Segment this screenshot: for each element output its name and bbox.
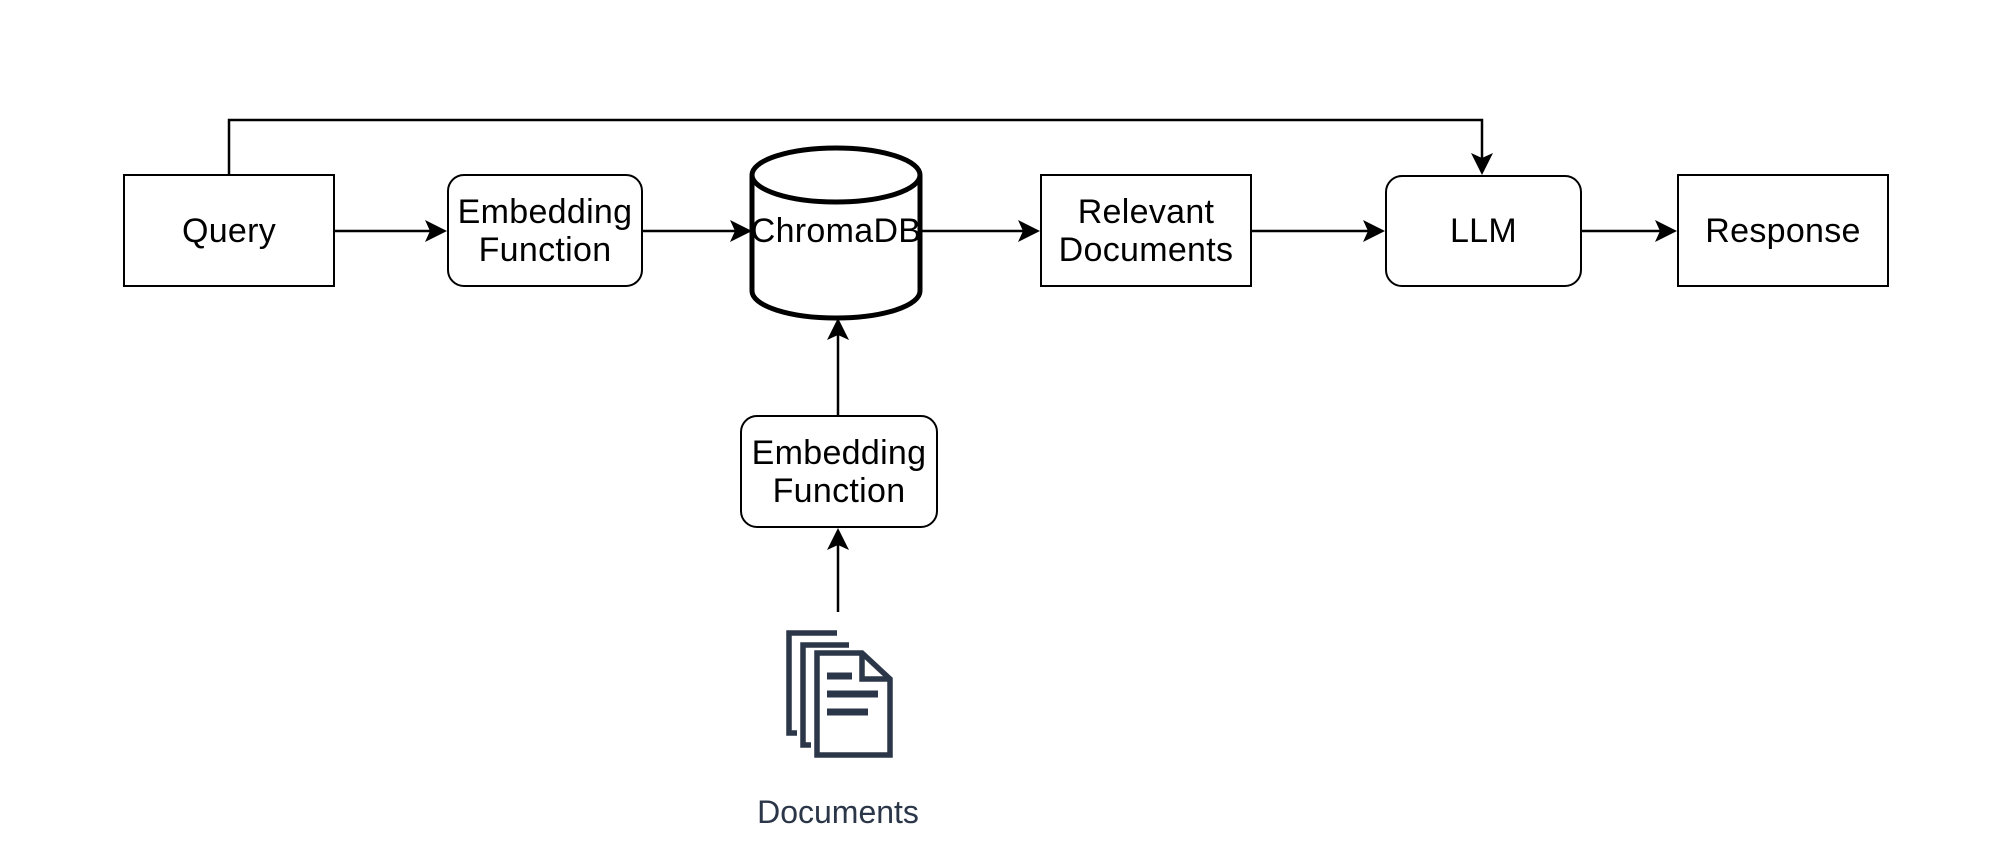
chromadb-cylinder-shape xyxy=(749,145,923,321)
documents-icon xyxy=(786,630,893,758)
node-llm-label: LLM xyxy=(1449,212,1518,250)
node-chromadb: ChromaDB xyxy=(744,176,928,286)
node-response: Response xyxy=(1677,174,1889,287)
node-embedding-function-query-label: Embedding Function xyxy=(457,192,633,269)
node-embedding-function-query: Embedding Function xyxy=(447,174,643,287)
arrow-relevant-documents-to-llm xyxy=(1252,220,1385,242)
node-llm: LLM xyxy=(1385,175,1582,287)
arrow-query-to-embedding-function xyxy=(335,220,447,242)
arrow-llm-to-response xyxy=(1582,220,1677,242)
node-chromadb-label: ChromaDB xyxy=(750,212,922,250)
node-embedding-function-documents: Embedding Function xyxy=(740,415,938,528)
arrow-embedding-function-to-chromadb xyxy=(643,220,752,242)
arrow-embedding-function-to-chromadb-ingest xyxy=(827,318,849,415)
documents-label-container: Documents xyxy=(728,792,948,832)
node-query-label: Query xyxy=(181,211,277,250)
node-relevant-documents-label: Relevant Documents xyxy=(1058,192,1234,269)
node-relevant-documents: Relevant Documents xyxy=(1040,174,1252,287)
arrow-documents-to-embedding-function xyxy=(827,528,849,612)
node-response-label: Response xyxy=(1705,211,1861,250)
arrow-chromadb-to-relevant-documents xyxy=(920,220,1040,242)
node-embedding-function-documents-label: Embedding Function xyxy=(751,433,927,510)
node-query: Query xyxy=(123,174,335,287)
arrow-query-to-llm-bypass xyxy=(227,118,1493,175)
documents-label: Documents xyxy=(757,793,919,830)
